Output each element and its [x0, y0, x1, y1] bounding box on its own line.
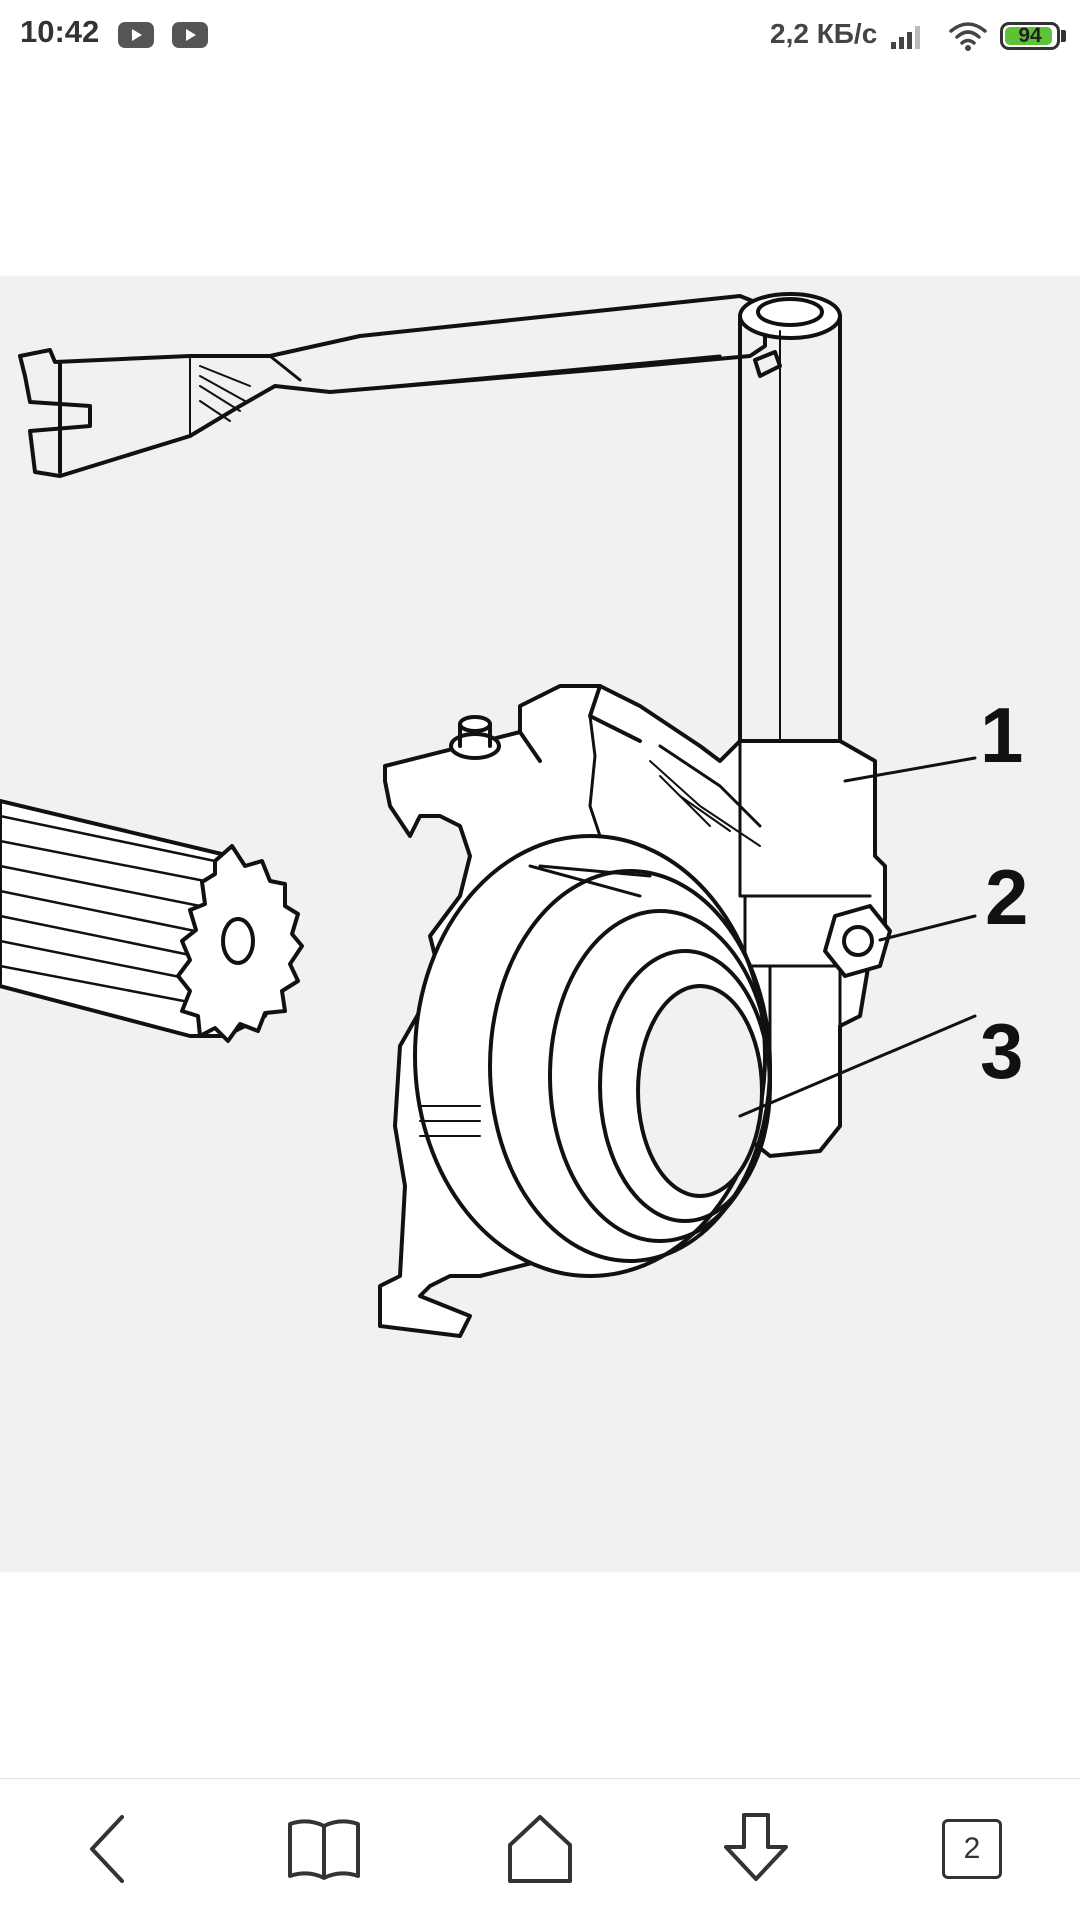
- wifi-icon: [949, 22, 987, 51]
- reader-mode-icon: [288, 1819, 360, 1880]
- callout-1: 1: [980, 691, 1024, 779]
- battery-tip: [1061, 30, 1066, 42]
- bottom-navigation-bar: 2: [0, 1778, 1080, 1921]
- signal-icon: [891, 26, 920, 49]
- download-button[interactable]: [706, 1799, 806, 1899]
- home-icon: [508, 1815, 572, 1883]
- status-bar: 10:42 2,2 КБ/с 94: [0, 0, 1080, 72]
- status-time: 10:42: [20, 14, 100, 49]
- callout-2: 2: [985, 853, 1029, 941]
- youtube-icon: [172, 22, 208, 48]
- home-button[interactable]: [490, 1799, 590, 1899]
- reader-mode-button[interactable]: [274, 1799, 374, 1899]
- download-icon: [724, 1813, 788, 1881]
- diagram-image[interactable]: 1 2 3: [0, 276, 1080, 1572]
- back-icon: [90, 1815, 124, 1883]
- callout-3: 3: [980, 1007, 1024, 1095]
- battery-indicator: 94: [1000, 22, 1060, 50]
- clutch-fork-drawing: [0, 292, 977, 1338]
- battery-level: 94: [1018, 24, 1042, 47]
- youtube-icon: [118, 22, 154, 48]
- back-button[interactable]: [58, 1799, 158, 1899]
- battery-fill: [1005, 27, 1052, 45]
- tabs-button[interactable]: 2: [922, 1799, 1022, 1899]
- network-speed: 2,2 КБ/с: [770, 18, 878, 49]
- tabs-count: 2: [942, 1819, 1002, 1879]
